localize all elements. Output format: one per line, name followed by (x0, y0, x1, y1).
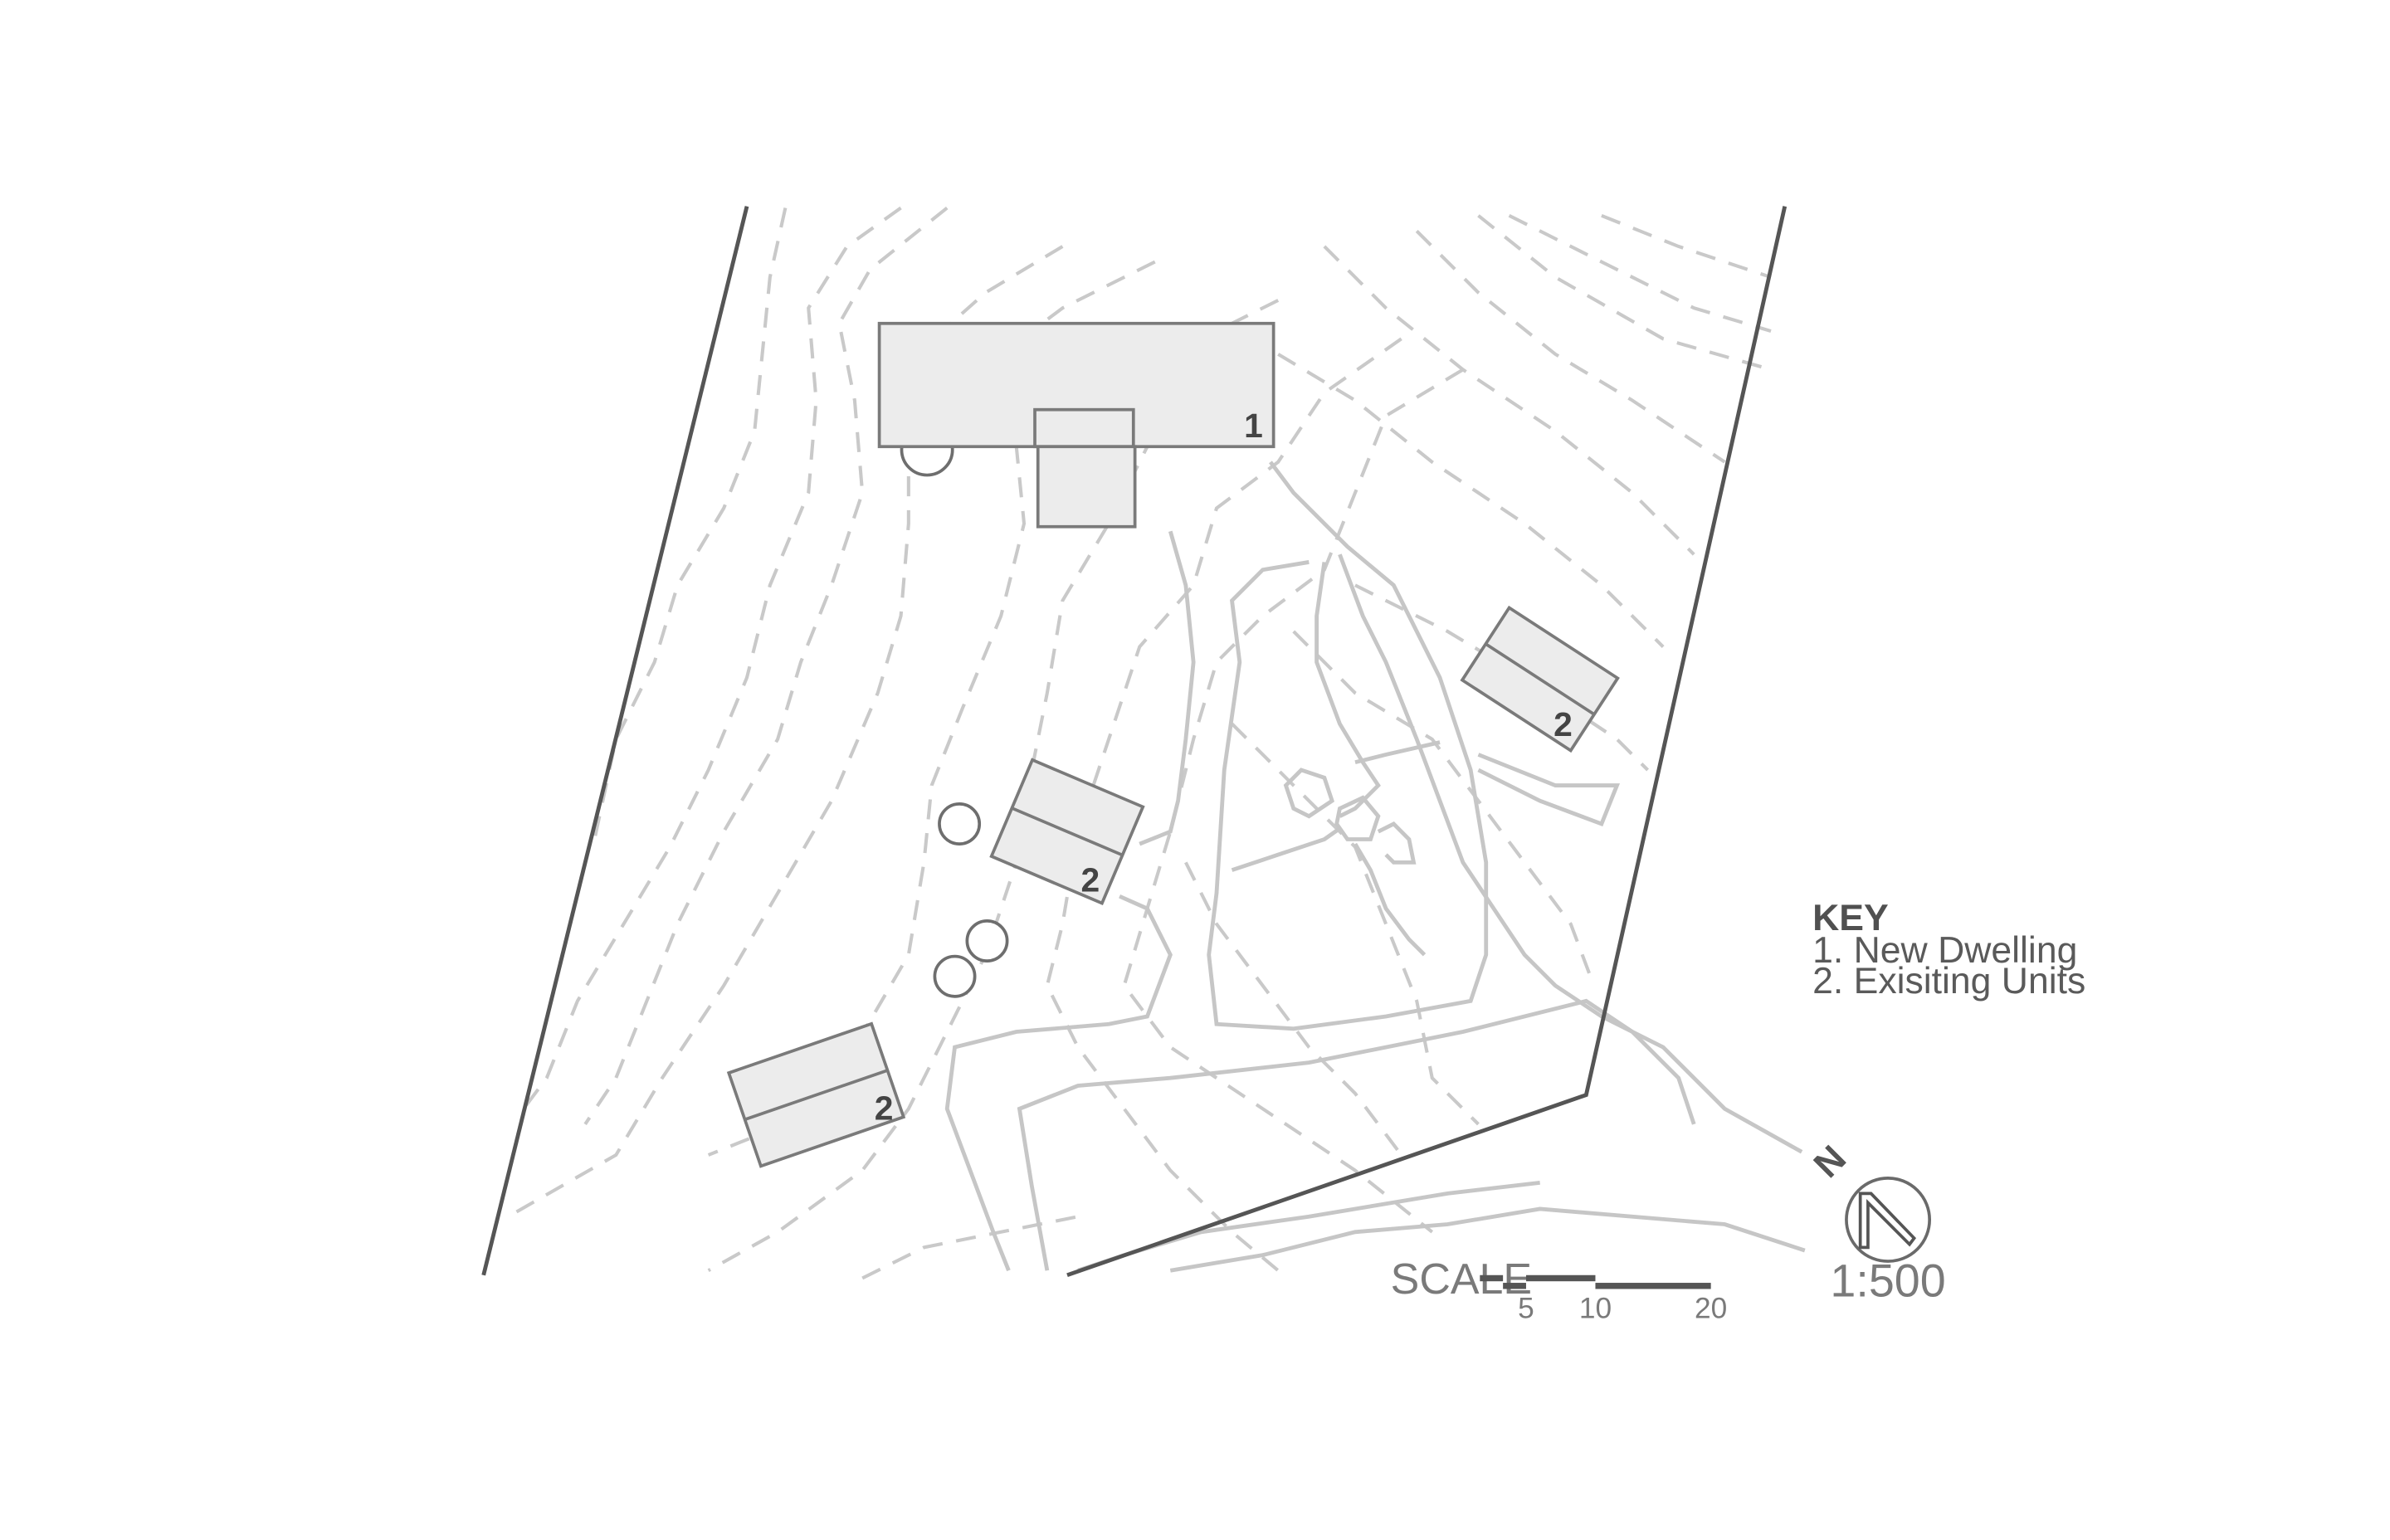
pathway (1354, 740, 1441, 765)
boundary-line (1066, 206, 1788, 1278)
scale-tick-label: 20 (1695, 1293, 1727, 1325)
pathway (1314, 562, 1381, 818)
garden-path (1231, 826, 1341, 872)
legend-key: KEY 1. New Dwelling 2. Exisiting Units (1812, 898, 2085, 1001)
contour-line (1477, 214, 1772, 372)
building-label: 2 (1080, 861, 1100, 899)
garden-pond (1334, 795, 1381, 841)
scale-tick-label: 10 (1579, 1293, 1612, 1325)
contour-line (1508, 214, 1772, 333)
scale-ratio: 1:500 (1830, 1255, 1945, 1307)
building-existing-unit (989, 758, 1145, 906)
contour-line (583, 206, 949, 1126)
garden-path (1353, 842, 1427, 957)
building-label: 2 (1554, 705, 1573, 743)
pathway (1338, 553, 1803, 1154)
building-link-volume (1033, 407, 1135, 449)
driveway-loop (1207, 461, 1489, 1031)
site-boundary (481, 206, 1788, 1278)
boundary-line (481, 206, 749, 1276)
contour-line (1122, 368, 1464, 1234)
contour-line (1184, 861, 1403, 1157)
road-edge (1169, 1206, 1806, 1273)
garden-pond (1283, 768, 1335, 819)
contour-line (1292, 630, 1596, 987)
north-arrow-icon (1858, 1192, 1917, 1250)
contour-line (1415, 229, 1726, 464)
contour-line (1277, 353, 1665, 648)
garden-path (1377, 821, 1417, 865)
pathway (1017, 998, 1696, 1271)
scale-segment (1480, 1274, 1504, 1282)
scale-tick-label: 5 (1518, 1293, 1534, 1325)
building-existing-unit (1460, 605, 1620, 753)
scale-segment (1525, 1274, 1596, 1282)
pathway (1477, 753, 1621, 827)
contour-line (1354, 583, 1650, 772)
scale-label: SCALE (1391, 1255, 1532, 1304)
building-label: 1 (1244, 407, 1263, 445)
contour-line (591, 207, 788, 848)
pathway (944, 894, 1173, 1272)
scale-bar: SCALE 5 10 20 (1391, 1255, 1728, 1325)
key-item-new-dwelling: 1. New Dwelling (1812, 930, 2077, 971)
north-label: N (1807, 1138, 1854, 1186)
north-arrow: N 1:500 (1807, 1138, 1946, 1307)
key-item-existing-units: 2. Exisiting Units (1812, 961, 2085, 1001)
pathway (1139, 530, 1196, 846)
contour-line (522, 206, 902, 1110)
key-title: KEY (1812, 898, 1889, 938)
building-label: 2 (875, 1089, 894, 1127)
tree (965, 919, 1009, 962)
roof-ridge (1485, 642, 1596, 716)
building-wing-volume (1036, 445, 1137, 529)
building-new-dwelling: 1 (877, 321, 1275, 529)
tree (933, 954, 977, 998)
contour-line (1231, 722, 1480, 1126)
roof-ridge (744, 1069, 889, 1121)
roof-ridge (1011, 807, 1124, 857)
contour-line (1601, 213, 1772, 280)
scale-segment (1503, 1283, 1526, 1289)
contour-line (1323, 245, 1695, 556)
tree (938, 802, 982, 846)
building-existing-unit (726, 1021, 906, 1168)
scale-segment (1595, 1283, 1711, 1289)
